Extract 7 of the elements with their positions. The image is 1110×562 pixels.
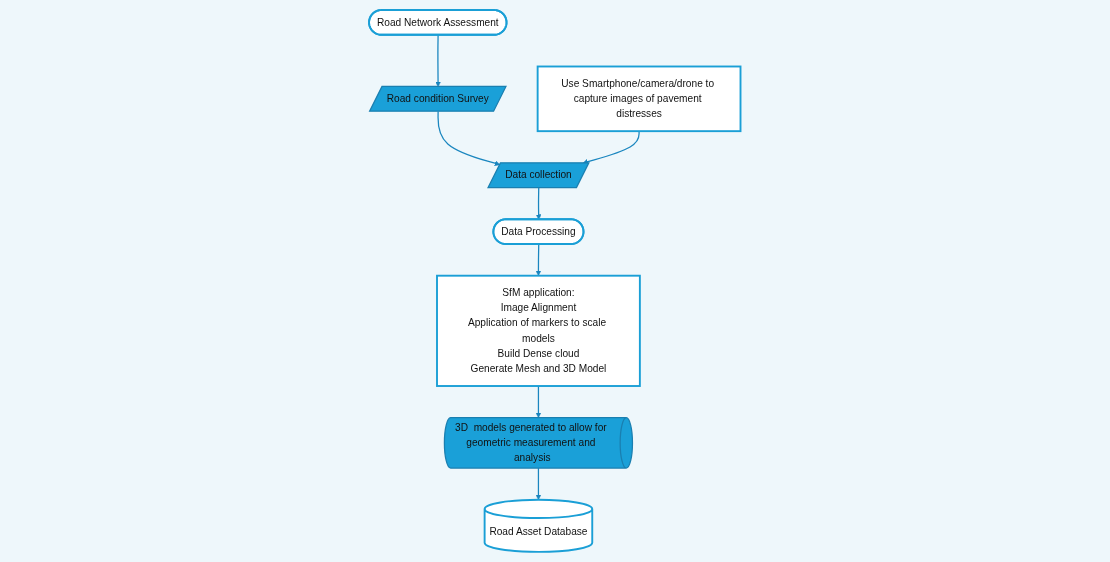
- node-box: Use Smartphone/camera/drone to capture images of pavement distresses: [536, 65, 742, 133]
- node-text: 3D models generated to allow for geometric measurement and analysis: [455, 421, 607, 464]
- arrow: [535, 467, 542, 501]
- arrow: [535, 385, 542, 418]
- node-box: SfM application: Image Alignment Application of markers to scale models Build Dense cloud Generate Mesh and 3D Model: [436, 274, 642, 387]
- arrow: [536, 187, 542, 220]
- arrow: [535, 243, 542, 276]
